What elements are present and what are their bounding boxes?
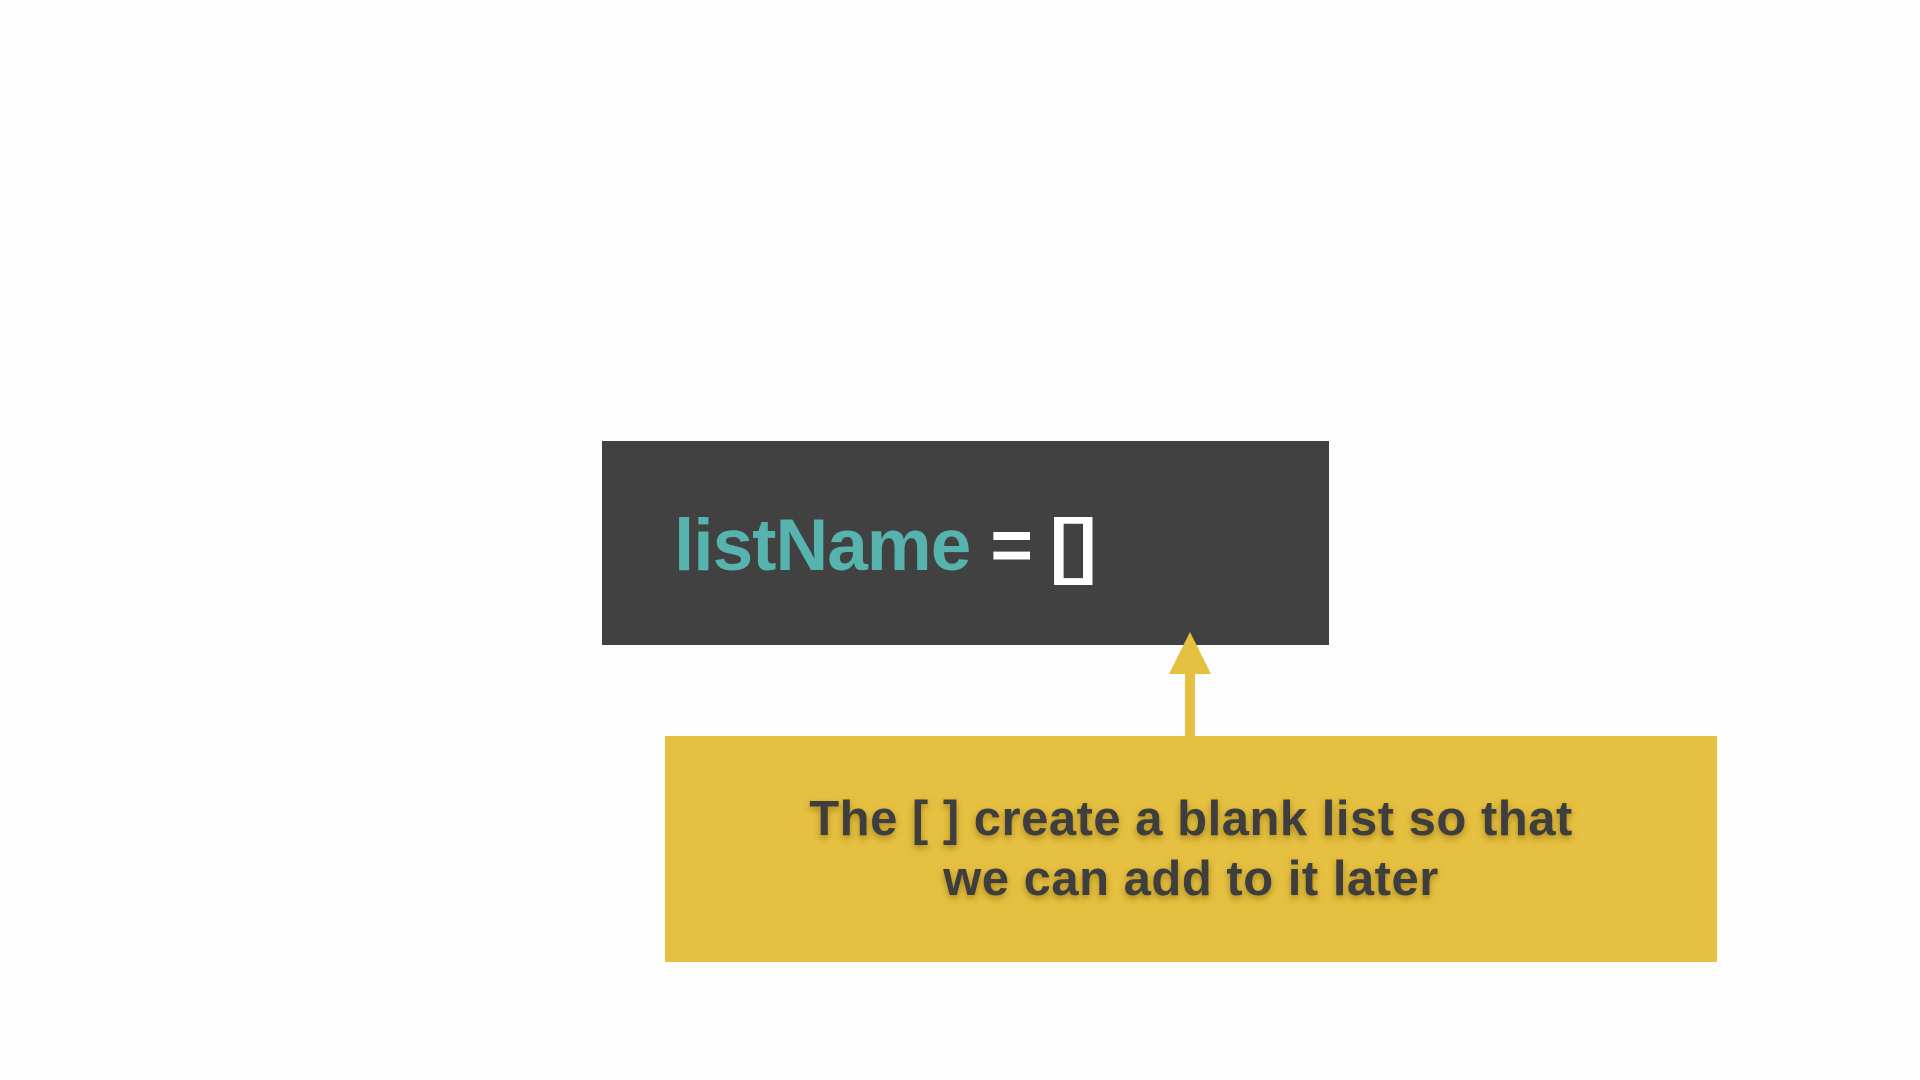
callout-line-1: The [ ] create a blank list so that xyxy=(809,792,1573,846)
code-block: listName=[] xyxy=(602,441,1329,645)
code-empty-list-brackets: [] xyxy=(1049,505,1097,586)
code-line: listName=[] xyxy=(674,509,1097,582)
up-arrow-icon xyxy=(1169,632,1211,736)
arrow-head xyxy=(1169,632,1211,674)
explanation-callout: The [ ] create a blank list so that we c… xyxy=(665,736,1717,962)
arrow-shaft xyxy=(1185,672,1195,736)
callout-text: The [ ] create a blank list so that we c… xyxy=(809,789,1573,909)
code-assignment-operator: = xyxy=(990,505,1033,586)
callout-line-2: we can add to it later xyxy=(943,852,1439,906)
code-variable-name: listName xyxy=(674,505,971,586)
